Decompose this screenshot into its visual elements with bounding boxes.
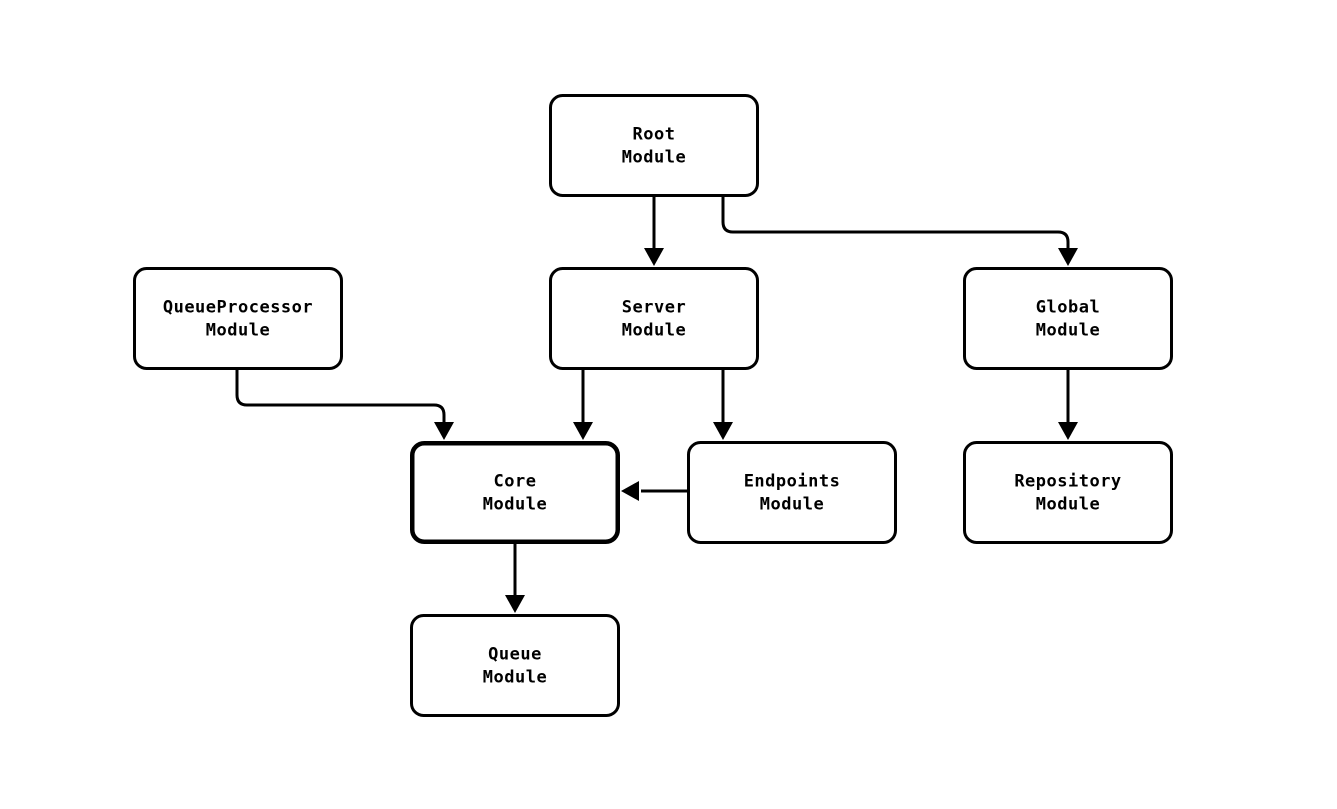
edge-core-queue [505, 544, 525, 613]
node-box[interactable] [687, 441, 897, 544]
node-label-line2: Module [760, 495, 824, 515]
edge-queueprocessor-core [235, 370, 454, 440]
node-label-line2: Module [622, 148, 686, 168]
edge-root-server [644, 197, 664, 266]
node-label-line2: Module [1036, 321, 1100, 341]
node-label-line1: Server [622, 298, 686, 318]
node-label-line2: Module [1036, 495, 1100, 515]
edge-endpoints-core [621, 481, 687, 501]
edge-global-repository [1058, 370, 1078, 440]
arrowhead-icon [644, 248, 664, 266]
arrowhead-icon [573, 422, 593, 440]
node-box[interactable] [549, 267, 759, 370]
node-label-line1: Core [494, 472, 537, 492]
node-label-line2: Module [483, 495, 547, 515]
arrowhead-icon [713, 422, 733, 440]
edge-line [235, 370, 446, 422]
edge-root-global [721, 197, 1078, 266]
edge-server-endpoints [713, 370, 733, 440]
arrowhead-icon [1058, 422, 1078, 440]
node-box[interactable] [549, 94, 759, 197]
node-box[interactable] [410, 614, 620, 717]
node-label-line1: Root [633, 125, 676, 145]
arrowhead-icon [621, 481, 639, 501]
edge-line [721, 197, 1070, 248]
node-box[interactable] [963, 267, 1173, 370]
node-label-line1: Queue [488, 645, 542, 665]
arrowhead-icon [434, 422, 454, 440]
edge-server-core [573, 370, 593, 440]
node-label-line2: Module [206, 321, 270, 341]
node-box[interactable] [963, 441, 1173, 544]
node-label-line1: Global [1036, 298, 1100, 318]
node-label-line1: Repository [1014, 472, 1121, 492]
node-label-line2: Module [483, 668, 547, 688]
node-label-line1: Endpoints [744, 472, 841, 492]
arrowhead-icon [505, 595, 525, 613]
arrowhead-icon [1058, 248, 1078, 266]
nodes-layer: RootModuleQueueProcessorModuleServerModu… [133, 94, 1173, 717]
edges-layer [235, 197, 1078, 613]
node-box[interactable] [410, 441, 620, 544]
node-label-line1: QueueProcessor [163, 298, 313, 318]
node-label-line2: Module [622, 321, 686, 341]
node-box[interactable] [133, 267, 343, 370]
